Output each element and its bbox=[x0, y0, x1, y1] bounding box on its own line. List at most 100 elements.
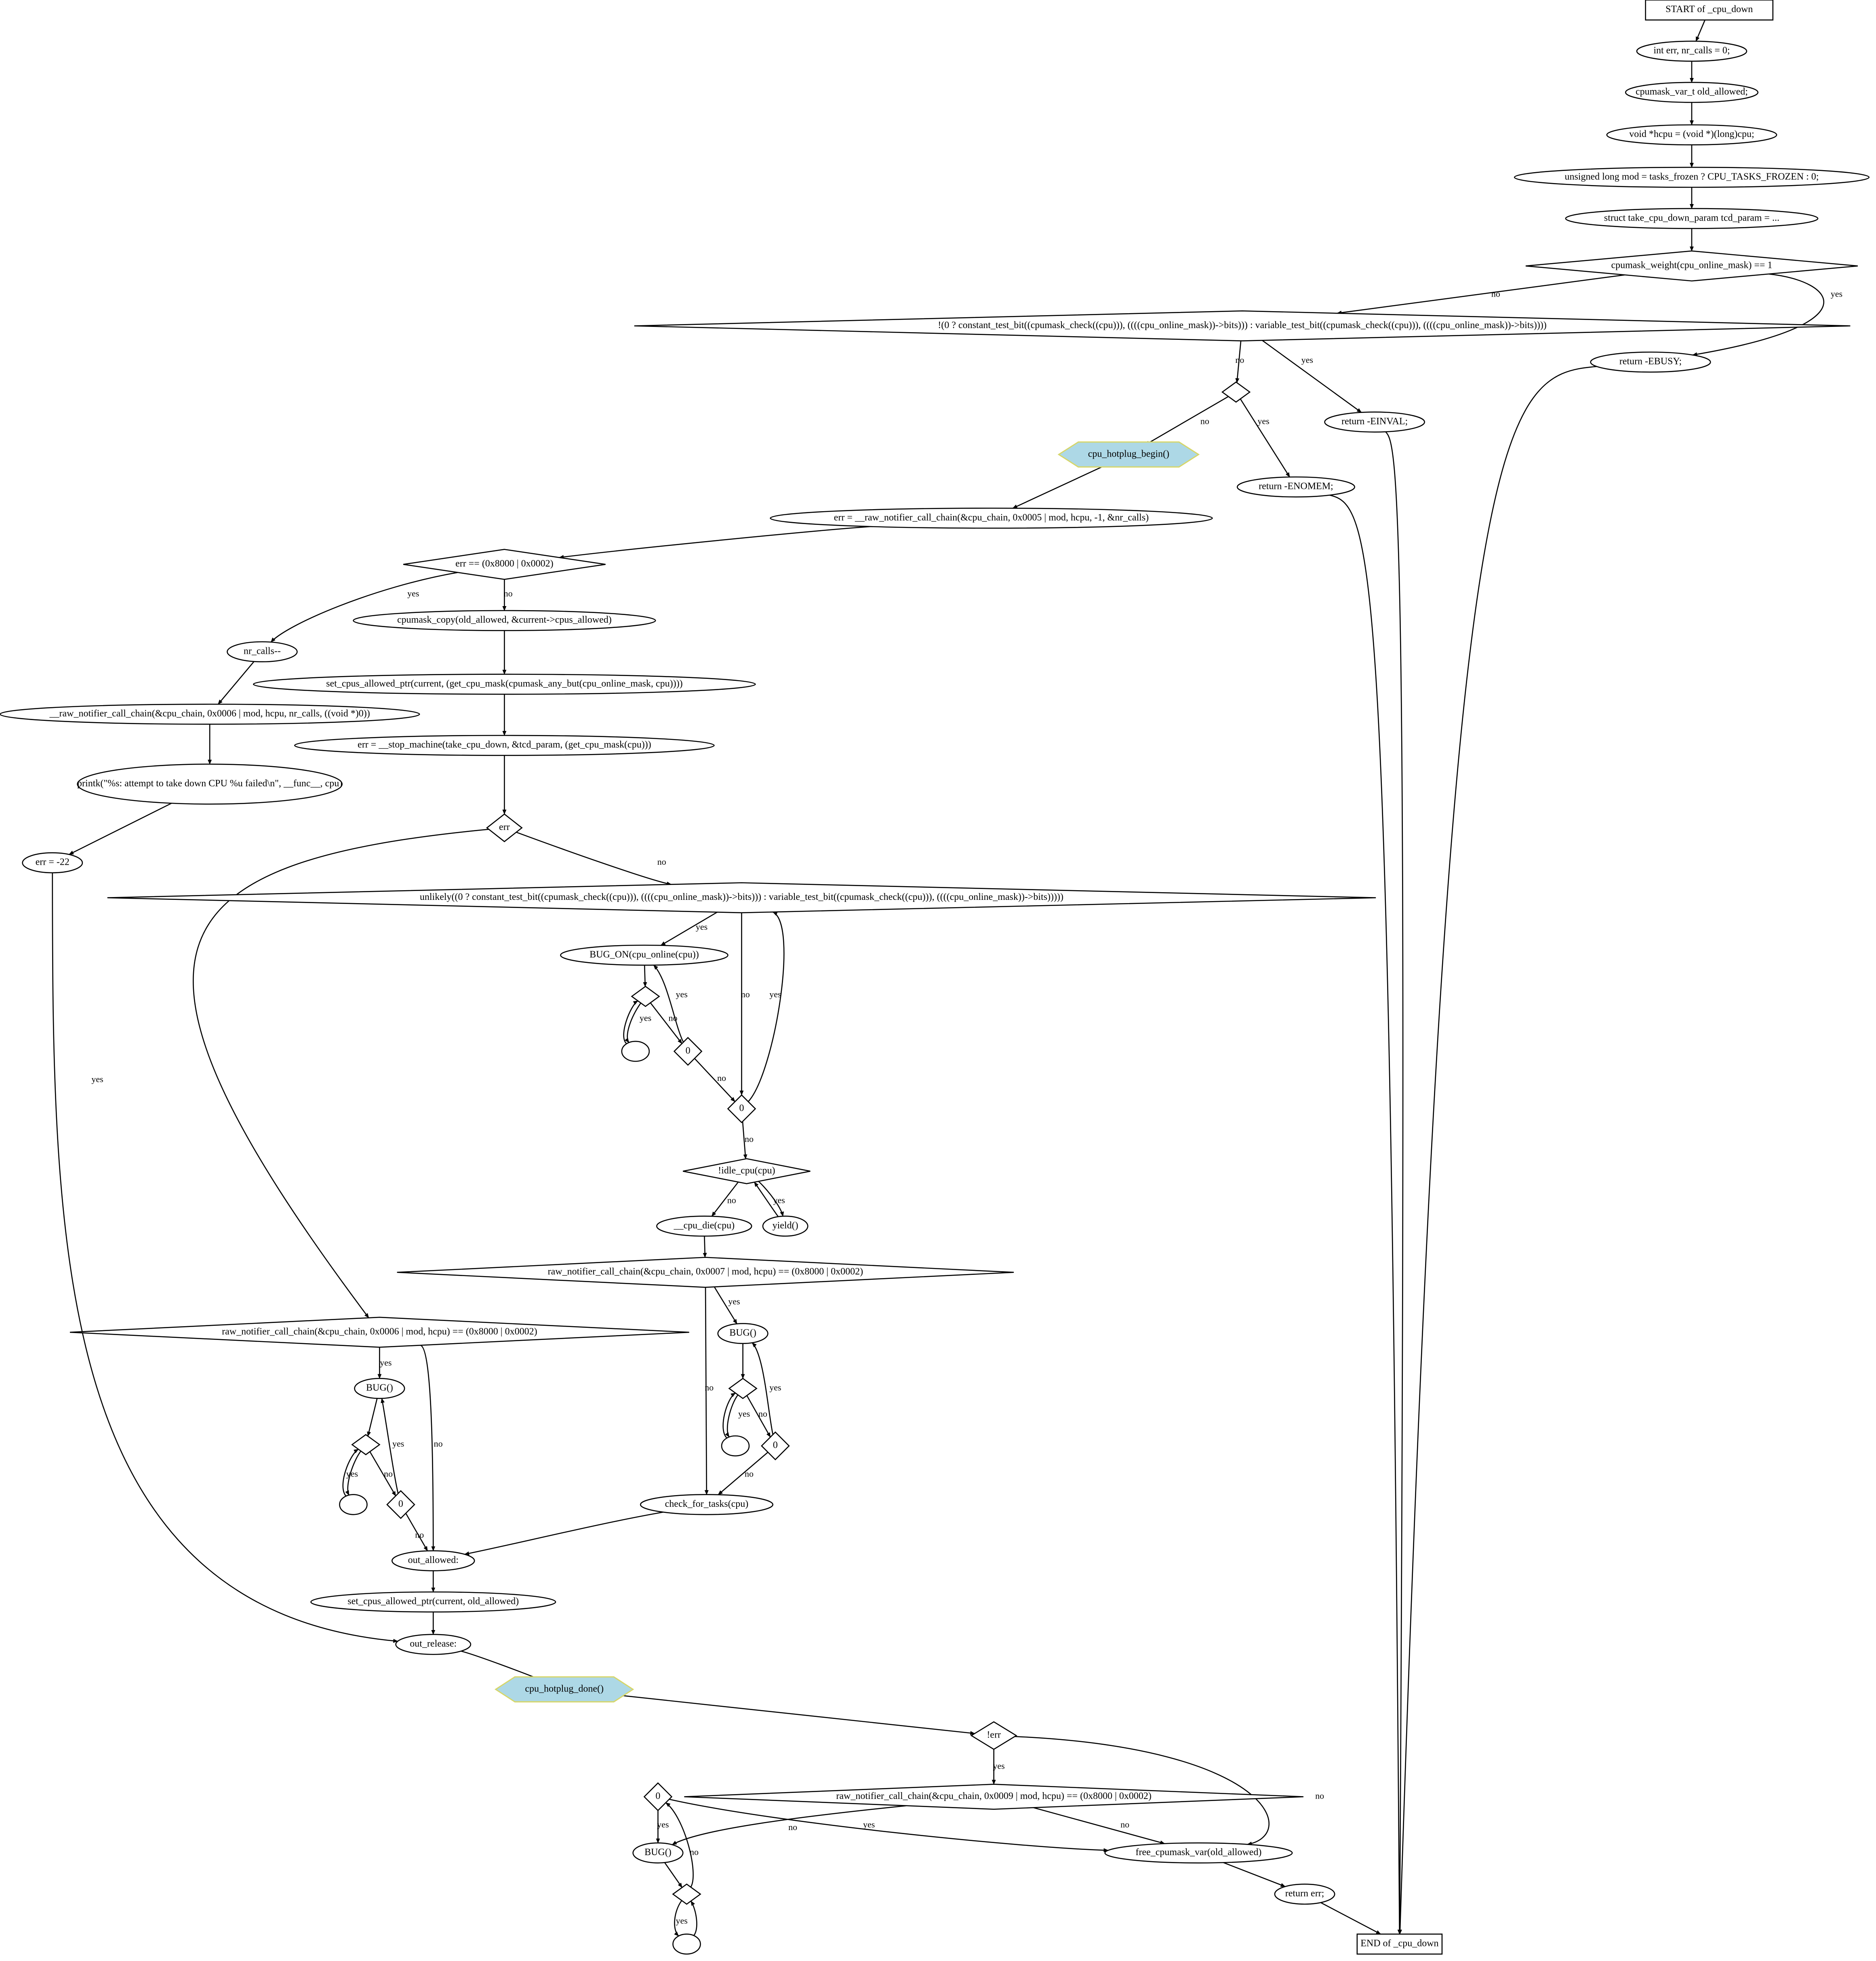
node-r-einval: return -EINVAL; bbox=[1324, 411, 1425, 433]
edge-d_zero_c-to-n_free bbox=[669, 1799, 1109, 1852]
node-label: !(0 ? constant_test_bit((cpumask_check((… bbox=[938, 320, 1547, 331]
node-h-begin: cpu_hotplug_begin() bbox=[1057, 441, 1200, 468]
node-shape-ellipse bbox=[1514, 166, 1870, 188]
node-shape-ellipse bbox=[395, 1634, 472, 1655]
node-shape-ellipse bbox=[1636, 40, 1748, 62]
node-label: BUG() bbox=[366, 1383, 393, 1393]
node-n-out-allowed: out_allowed: bbox=[391, 1550, 475, 1571]
node-label: 0 bbox=[655, 1791, 660, 1801]
node-n-free: free_cpumask_var(old_allowed) bbox=[1104, 1842, 1293, 1864]
edge-n_err22-to-n_out_release bbox=[52, 872, 398, 1643]
node-label: yield() bbox=[773, 1220, 798, 1231]
node-d-bug-b-blank bbox=[728, 1378, 758, 1399]
node-n-bugon-loop bbox=[621, 1041, 650, 1062]
node-shape-hexagon bbox=[1057, 441, 1200, 468]
edge-label-no: no bbox=[741, 989, 750, 999]
edge-label-yes: yes bbox=[346, 1468, 358, 1479]
edge-d_bugon_zero-to-d_zero_main bbox=[694, 1058, 735, 1102]
node-n-bug-b-loop bbox=[721, 1435, 750, 1457]
node-label: cpu_hotplug_done() bbox=[525, 1683, 604, 1694]
node-shape-ellipse bbox=[717, 1323, 769, 1344]
node-shape-diamond bbox=[386, 1490, 415, 1519]
edge-n_bugon-to-d_bugon_blank bbox=[643, 965, 647, 987]
node-n-bug-c-loop bbox=[672, 1934, 701, 1955]
edge-d_bug_c_blank-to-d_zero_c bbox=[665, 1802, 694, 1887]
node-label: struct take_cpu_down_param tcd_param = .… bbox=[1604, 213, 1779, 223]
edge-label-no: no bbox=[690, 1847, 699, 1857]
node-label: return -EINVAL; bbox=[1341, 416, 1408, 427]
node-shape-diamond bbox=[69, 1316, 689, 1348]
node-shape-diamond bbox=[727, 1094, 756, 1123]
node-label: cpumask_var_t old_allowed; bbox=[1636, 86, 1748, 97]
node-n-mod: unsigned long mod = tasks_frozen ? CPU_T… bbox=[1514, 166, 1870, 188]
node-label: 0 bbox=[398, 1499, 403, 1509]
edge-label-no: no bbox=[1491, 289, 1500, 299]
node-n-bug-b: BUG() bbox=[717, 1323, 769, 1344]
edge-label-yes: yes bbox=[863, 1820, 875, 1830]
node-n-bug-a: BUG() bbox=[354, 1378, 405, 1399]
edge-label-no: no bbox=[745, 1468, 754, 1479]
edge-label-yes: yes bbox=[696, 922, 707, 932]
edge-d_raw9-to-n_free bbox=[1033, 1807, 1165, 1845]
edge-start-to-n_int bbox=[1695, 19, 1705, 42]
node-shape-ellipse bbox=[1324, 411, 1425, 433]
edge-n_nrcalls-to-n_raw6 bbox=[217, 661, 255, 705]
node-d-bugon-zero: 0 bbox=[673, 1036, 703, 1066]
edge-d_bugon_blank-to-n_bugon_loop bbox=[624, 1003, 642, 1043]
edge-label-yes: yes bbox=[91, 1074, 103, 1084]
node-shape-ellipse bbox=[560, 944, 729, 966]
node-label: return -ENOMEM; bbox=[1259, 481, 1333, 492]
node-shape-diamond bbox=[970, 1721, 1017, 1750]
node-d-not-err: !err bbox=[970, 1721, 1017, 1750]
edge-n_bug_a_loop-to-d_bug_a_blank bbox=[342, 1449, 359, 1497]
edge-label-no: no bbox=[1315, 1791, 1324, 1801]
node-shape-diamond bbox=[673, 1036, 703, 1066]
node-shape-box bbox=[1356, 1934, 1443, 1955]
edge-label-no: no bbox=[415, 1530, 424, 1540]
node-n-int: int err, nr_calls = 0; bbox=[1636, 40, 1748, 62]
node-label: BUG() bbox=[729, 1328, 756, 1338]
edge-d_bug_b_blank-to-d_bug_b_zero bbox=[746, 1395, 771, 1438]
node-label: return -EBUSY; bbox=[1619, 356, 1682, 367]
node-d-err: err bbox=[486, 813, 523, 843]
node-n-err-raw: err = __raw_notifier_call_chain(&cpu_cha… bbox=[770, 508, 1213, 529]
node-shape-diamond bbox=[403, 549, 606, 580]
edge-d_idle-to-n_cpudie bbox=[711, 1182, 739, 1217]
node-d-zero-c: 0 bbox=[643, 1782, 673, 1811]
node-r-enomem: return -ENOMEM; bbox=[1236, 476, 1355, 498]
node-shape-diamond bbox=[631, 986, 660, 1007]
edge-label-no: no bbox=[384, 1468, 393, 1479]
node-shape-diamond bbox=[1221, 381, 1251, 403]
node-d-online: !(0 ? constant_test_bit((cpumask_check((… bbox=[634, 310, 1851, 341]
edge-label-no: no bbox=[1235, 355, 1244, 365]
edge-d_zero_main-to-d_idle bbox=[742, 1121, 747, 1159]
node-label: cpumask_weight(cpu_online_mask) == 1 bbox=[1611, 260, 1772, 271]
node-label: __cpu_die(cpu) bbox=[673, 1220, 735, 1231]
edge-d_online-to-d_alloc bbox=[1235, 341, 1242, 383]
edge-label-yes: yes bbox=[728, 1296, 740, 1306]
node-shape-diamond bbox=[672, 1883, 701, 1905]
edge-label-yes: yes bbox=[676, 989, 687, 999]
edge-d_weight-to-d_online bbox=[1337, 274, 1625, 315]
edge-label-yes: yes bbox=[407, 588, 419, 598]
node-shape-ellipse bbox=[656, 1215, 752, 1237]
node-label: int err, nr_calls = 0; bbox=[1653, 45, 1730, 56]
edge-d_raw9-to-n_bug_c bbox=[672, 1805, 907, 1845]
node-n-bug-a-loop bbox=[339, 1494, 368, 1515]
edge-label-no: no bbox=[727, 1195, 736, 1205]
node-label: !idle_cpu(cpu) bbox=[718, 1165, 775, 1176]
node-shape-diamond bbox=[107, 882, 1376, 914]
node-label: raw_notifier_call_chain(&cpu_chain, 0x00… bbox=[548, 1266, 863, 1277]
edge-n_yield-to-d_idle bbox=[754, 1182, 779, 1217]
node-n-copy: cpumask_copy(old_allowed, &current->cpus… bbox=[353, 610, 656, 631]
node-label: START of _cpu_down bbox=[1665, 4, 1753, 15]
node-shape-ellipse bbox=[770, 508, 1213, 529]
edge-r_einval-to-end bbox=[1385, 431, 1404, 1935]
edge-label-yes: yes bbox=[1257, 416, 1269, 426]
node-label: set_cpus_allowed_ptr(current, old_allowe… bbox=[347, 1596, 519, 1607]
node-n-printk: printk("%s: attempt to take down CPU %u … bbox=[77, 763, 343, 805]
edge-label-no: no bbox=[434, 1439, 443, 1449]
edge-label-no: no bbox=[705, 1382, 714, 1392]
edge-d_bugon_blank-to-d_bugon_zero bbox=[650, 1002, 682, 1044]
edge-d_unlikely-to-n_bugon bbox=[660, 912, 718, 946]
